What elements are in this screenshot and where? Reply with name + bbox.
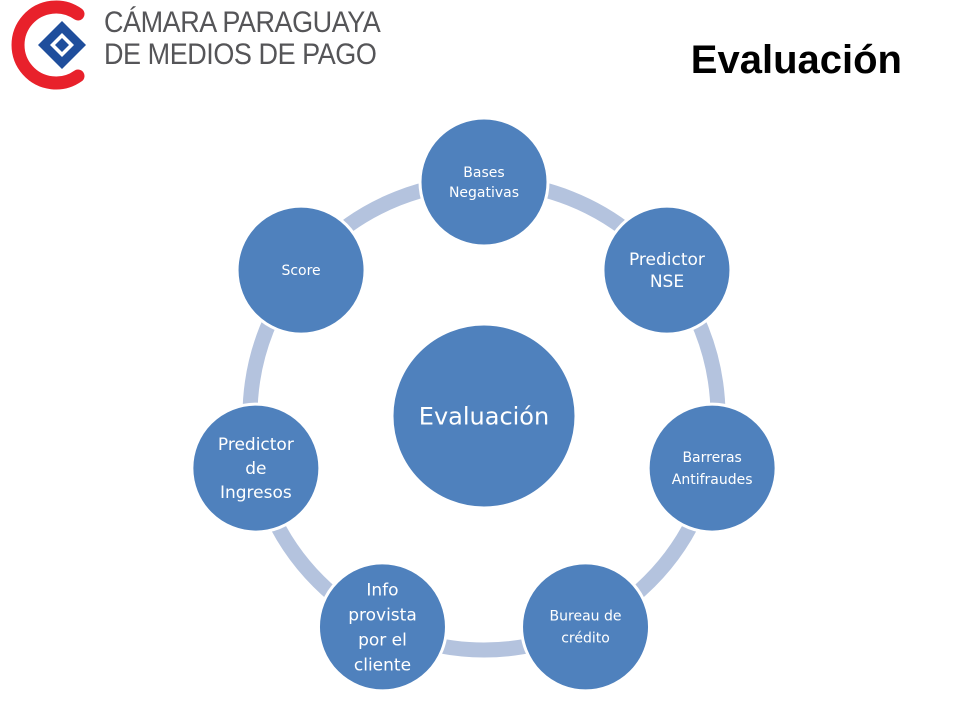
node-predictor-nse-label-line: Predictor: [629, 250, 705, 270]
node-score-label-line: Score: [281, 263, 320, 279]
logo-text-line2: DE MEDIOS DE PAGO: [104, 38, 377, 71]
node-predictor-ingresos-circle: [190, 402, 322, 534]
node-info-provista-label-line: provista: [348, 605, 417, 625]
node-info-provista-circle: [316, 561, 448, 693]
logo: CÁMARA PARAGUAYA DE MEDIOS DE PAGO: [0, 0, 381, 90]
node-barreras-antifraudes-label-line: Barreras: [682, 450, 741, 466]
node-predictor-ingresos-label-line: Predictor: [218, 435, 294, 455]
node-info-provista-label-line: Info: [366, 580, 398, 600]
node-bureau-de-credito: Bureau de crédito: [520, 561, 652, 693]
page-title: Evaluación: [690, 38, 902, 82]
node-bureau-de-credito-label-line: Bureau de: [550, 609, 622, 625]
center-node-label-line: Evaluación: [419, 402, 549, 430]
node-bureau-de-credito-circle: [520, 561, 652, 693]
node-barreras-antifraudes-circle: [646, 402, 778, 534]
node-bureau-de-credito-label-line: crédito: [561, 631, 610, 647]
node-bases-negativas-circle: [418, 116, 550, 248]
node-score: Score: [235, 204, 367, 336]
logo-mark-icon: [11, 0, 86, 90]
center-node-circle: [390, 322, 578, 510]
node-predictor-ingresos-label-line: de: [245, 459, 266, 479]
node-info-provista: Info provista por el cliente: [316, 561, 448, 693]
center-node: Evaluación: [390, 322, 578, 510]
node-info-provista-label-line: por el: [358, 630, 407, 650]
node-predictor-nse-label-line: NSE: [650, 272, 684, 292]
node-bases-negativas-label-line: Negativas: [449, 185, 519, 201]
node-predictor-ingresos-label-line: Ingresos: [220, 483, 292, 503]
logo-text-line1: CÁMARA PARAGUAYA: [104, 6, 381, 39]
node-barreras-antifraudes-label-line: Antifraudes: [672, 472, 753, 488]
node-score-circle: [235, 204, 367, 336]
node-predictor-nse-circle: [601, 204, 733, 336]
node-bases-negativas-label-line: Bases: [463, 165, 504, 181]
node-info-provista-label-line: cliente: [354, 655, 411, 675]
